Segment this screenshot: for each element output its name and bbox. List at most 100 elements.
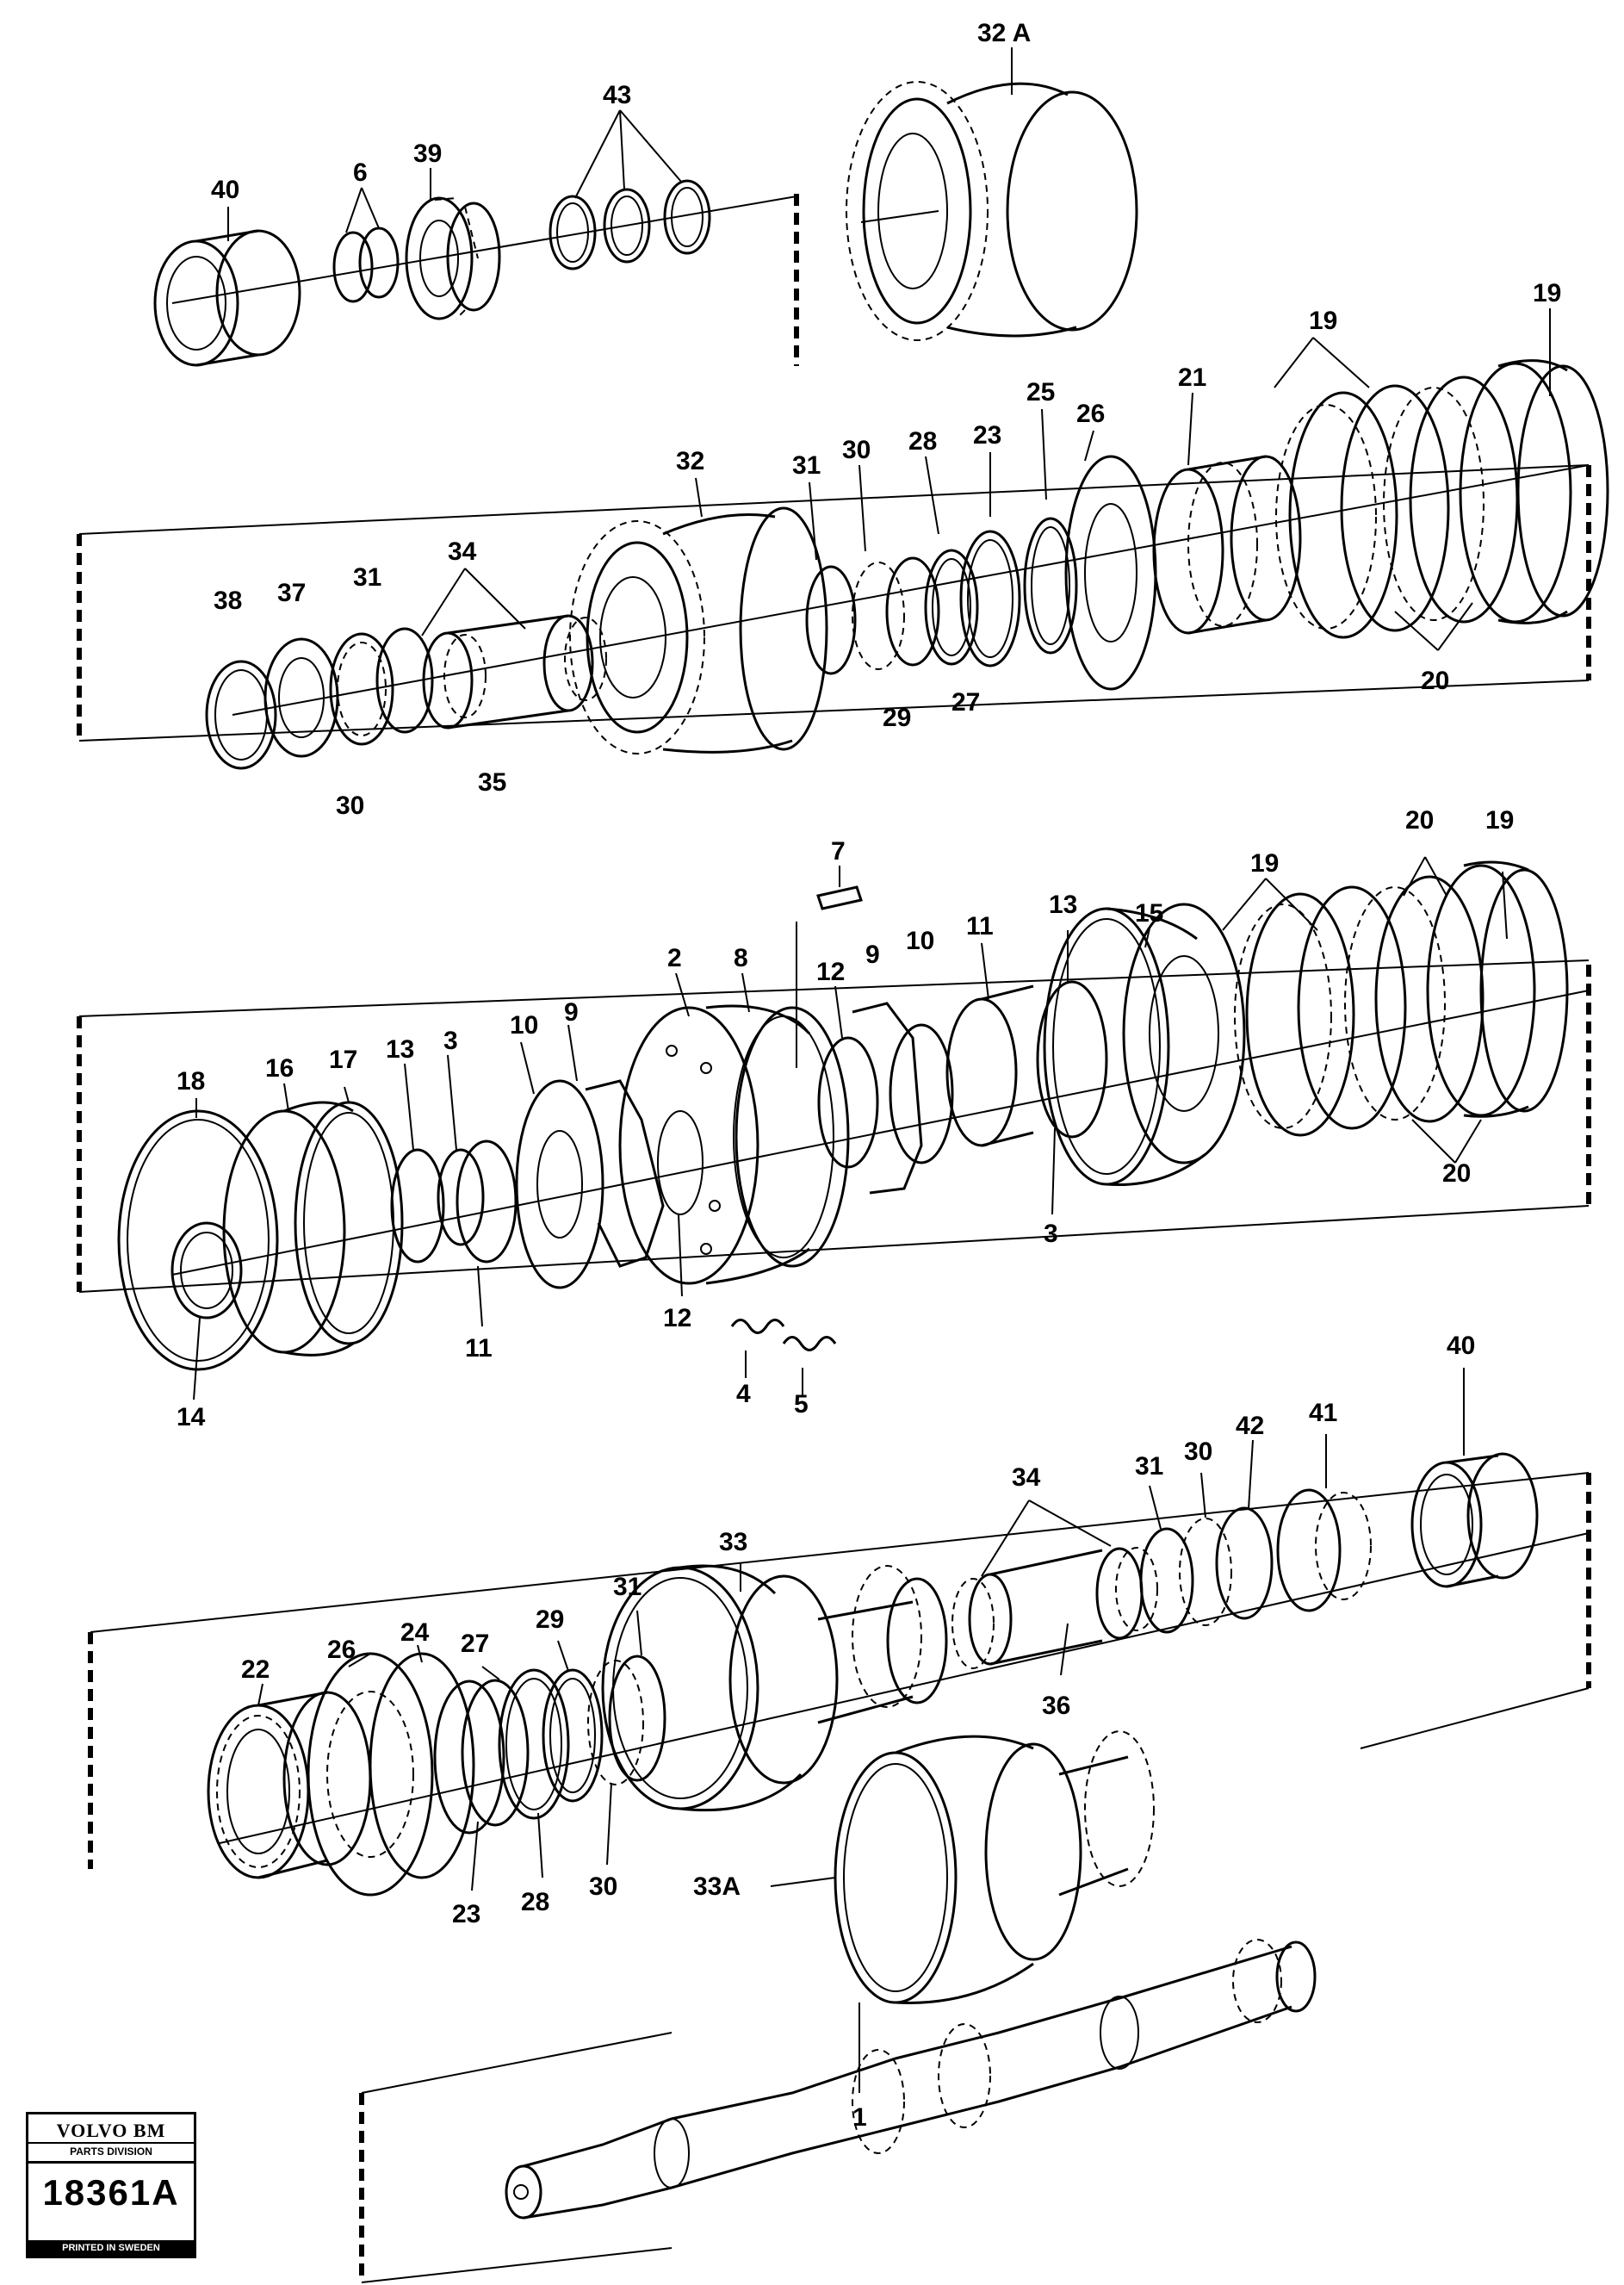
part-16-17-piston xyxy=(222,1101,404,1357)
callout-40-mid: 40 xyxy=(1447,1332,1475,1360)
callout-1: 1 xyxy=(852,2103,867,2132)
row-2-assembly xyxy=(77,359,1609,770)
callout-19-d: 19 xyxy=(1485,806,1514,835)
callout-29-b: 29 xyxy=(536,1605,564,1634)
callout-28-a: 28 xyxy=(908,427,937,456)
callout-30-b: 30 xyxy=(336,792,364,820)
callout-10-a: 10 xyxy=(906,927,934,955)
callout-43: 43 xyxy=(603,81,631,109)
callout-19-b: 19 xyxy=(1533,279,1561,307)
callout-29-a: 29 xyxy=(883,704,911,732)
part-22-hub xyxy=(207,1691,372,1879)
callout-13-b: 13 xyxy=(386,1035,414,1064)
callout-33a: 33A xyxy=(693,1872,741,1901)
callout-34-b: 34 xyxy=(1012,1463,1041,1492)
part-37-30-31 xyxy=(263,627,434,758)
callout-19-a: 19 xyxy=(1309,307,1337,335)
part-7-pin xyxy=(796,885,863,1068)
callout-34-a: 34 xyxy=(448,537,477,566)
callout-22: 22 xyxy=(241,1655,270,1684)
callout-3-b: 3 xyxy=(1044,1220,1058,1248)
callout-9-a: 9 xyxy=(865,941,880,969)
callout-23-a: 23 xyxy=(973,421,1001,450)
part-26-21-hub xyxy=(1064,455,1302,691)
callout-31-a: 31 xyxy=(792,451,821,480)
callout-32a-top: 32 A xyxy=(977,19,1031,47)
callout-26-b: 26 xyxy=(327,1636,356,1664)
callout-14: 14 xyxy=(177,1403,206,1431)
part-9-2-12-housing xyxy=(585,1004,850,1285)
part-34-35-roller-sleeve xyxy=(422,614,607,730)
callout-13-a: 13 xyxy=(1049,891,1077,919)
callout-11-b: 11 xyxy=(465,1334,493,1363)
callout-31-d: 31 xyxy=(613,1573,642,1601)
part-13-3-11-10 xyxy=(390,1079,604,1289)
callout-41: 41 xyxy=(1309,1399,1337,1427)
callout-2: 2 xyxy=(667,944,682,972)
callout-12-b: 12 xyxy=(663,1304,691,1332)
callout-39: 39 xyxy=(413,140,442,168)
callout-26-a: 26 xyxy=(1076,400,1105,428)
callout-24: 24 xyxy=(400,1618,430,1647)
stamp-printed-in: PRINTED IN SWEDEN xyxy=(28,2240,194,2256)
part-12-9-10-11-13-3 xyxy=(817,980,1108,1195)
callout-30-c: 30 xyxy=(1184,1437,1212,1466)
part-33-drum xyxy=(601,1564,948,1812)
callout-20-b: 20 xyxy=(1405,806,1434,835)
callout-36: 36 xyxy=(1042,1692,1070,1720)
callout-32: 32 xyxy=(676,447,704,475)
callout-27-b: 27 xyxy=(461,1630,489,1658)
row-5-shaft xyxy=(359,1939,1317,2283)
callout-20-a: 20 xyxy=(1421,667,1449,695)
part-15-drum xyxy=(1043,903,1246,1187)
part-19-20-disc-pack-lower xyxy=(1234,860,1569,1137)
part-34-36-sleeve xyxy=(951,1547,1158,1669)
callout-9-b: 9 xyxy=(564,998,579,1027)
callout-8: 8 xyxy=(734,944,748,972)
part-26-disc xyxy=(307,1652,475,1897)
callout-12-a: 12 xyxy=(816,958,845,986)
part-4-5-springs xyxy=(730,1319,837,1351)
callout-20-c: 20 xyxy=(1442,1159,1471,1188)
callout-33: 33 xyxy=(719,1528,747,1556)
callout-4: 4 xyxy=(736,1380,751,1408)
callout-17: 17 xyxy=(329,1046,357,1074)
callout-31-c: 31 xyxy=(1135,1452,1163,1481)
callout-16: 16 xyxy=(265,1054,294,1083)
callout-30-d: 30 xyxy=(589,1872,617,1901)
callout-42: 42 xyxy=(1236,1412,1264,1440)
part-31-30-42-41-40 xyxy=(1139,1452,1539,1634)
callout-23-b: 23 xyxy=(452,1900,480,1928)
part-18-14-rings xyxy=(117,1109,279,1371)
part-43-rings xyxy=(549,179,711,270)
part-33a-drum xyxy=(834,1730,1155,2004)
row-4-assembly xyxy=(88,1452,1591,2004)
callout-35: 35 xyxy=(478,768,506,797)
part-24-23-27-28-29 xyxy=(433,1668,604,1835)
part-6-39-bearing-cone xyxy=(332,196,501,320)
part-32-drum xyxy=(569,506,828,754)
callout-38: 38 xyxy=(214,587,242,615)
callout-3-a: 3 xyxy=(443,1027,458,1055)
callout-6: 6 xyxy=(353,158,368,187)
volvo-bm-parts-stamp: VOLVO BM PARTS DIVISION 18361A PRINTED I… xyxy=(26,2112,196,2258)
part-38-snap-ring xyxy=(205,660,277,770)
callout-37: 37 xyxy=(277,579,306,607)
stamp-reference-number: 18361A xyxy=(42,2172,180,2213)
part-32a-drum xyxy=(846,81,1138,341)
row-3-assembly xyxy=(77,860,1591,1371)
callout-7: 7 xyxy=(831,837,846,866)
callout-labels: 32 A 43 40 6 39 19 19 25 26 21 32 23 28 … xyxy=(177,19,1561,2132)
callout-18: 18 xyxy=(177,1067,205,1096)
callout-31-b: 31 xyxy=(353,563,381,592)
stamp-division: PARTS DIVISION xyxy=(28,2144,194,2164)
callout-28-b: 28 xyxy=(521,1888,549,1916)
callout-11-a: 11 xyxy=(966,912,994,941)
row-1-assembly xyxy=(153,81,1138,367)
part-19-20-disc-pack xyxy=(1275,359,1609,639)
callout-40-top: 40 xyxy=(211,176,239,204)
callout-21: 21 xyxy=(1178,363,1206,392)
callout-10-b: 10 xyxy=(510,1011,538,1040)
part-40-bearing-cup xyxy=(153,229,301,367)
